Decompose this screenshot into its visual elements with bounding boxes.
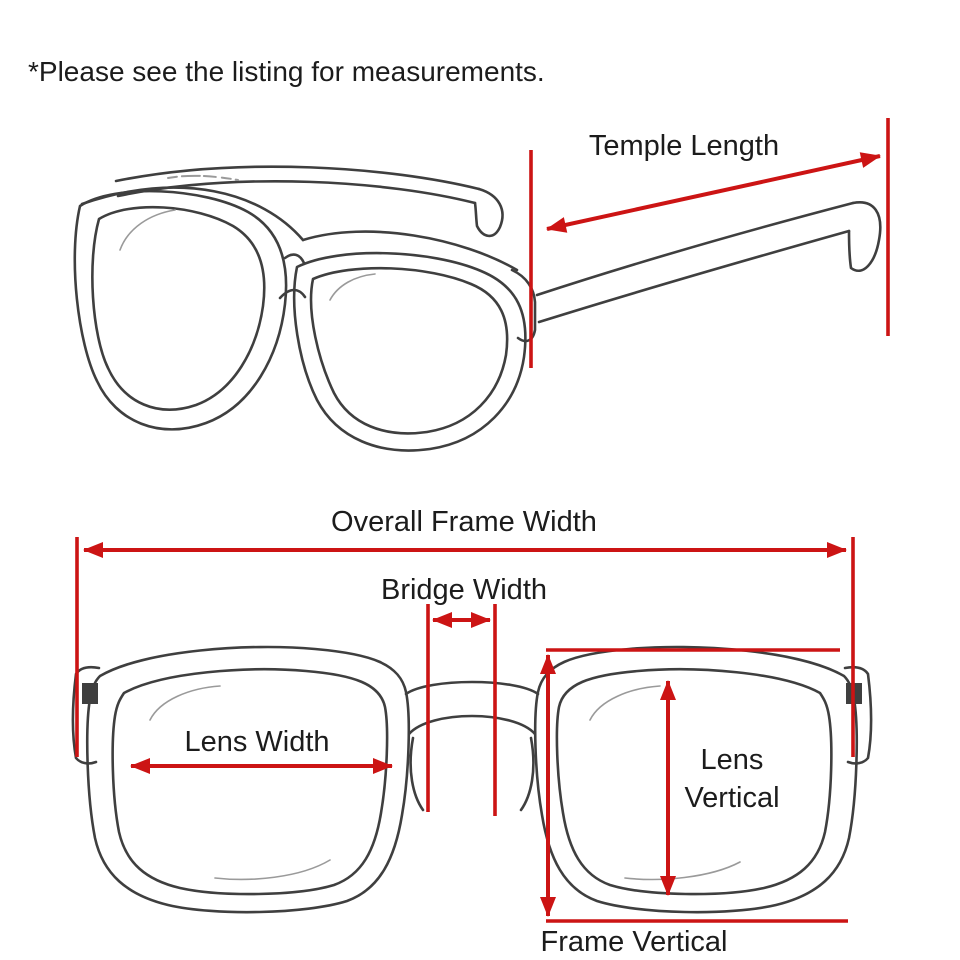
front-bridge-bottom bbox=[407, 714, 537, 736]
lens-vertical-label-line1: Lens bbox=[701, 744, 764, 776]
front-right-lens-shade bbox=[624, 861, 741, 881]
persp-bridge-bottom bbox=[278, 288, 307, 300]
lens-width-label: Lens Width bbox=[184, 726, 329, 758]
persp-right-lens-shine bbox=[329, 273, 376, 301]
persp-left-lens-shine bbox=[119, 209, 176, 251]
lens-vertical-label-line2: Vertical bbox=[684, 782, 779, 814]
temple-length-annotation bbox=[529, 118, 890, 368]
glasses-perspective-sketch bbox=[73, 165, 882, 452]
front-nose-left bbox=[409, 736, 425, 812]
persp-left-rim-outer bbox=[73, 189, 288, 431]
front-left-endpiece bbox=[71, 665, 101, 765]
persp-right-hinge bbox=[510, 268, 537, 343]
temple-length-label: Temple Length bbox=[589, 130, 779, 162]
persp-right-rim-outer bbox=[292, 251, 527, 452]
persp-brow-right bbox=[301, 230, 519, 272]
temple-length-arrow bbox=[546, 152, 881, 233]
bridge-width-annotation bbox=[426, 604, 497, 816]
persp-left-rim-inner bbox=[91, 205, 266, 411]
persp-bridge-top bbox=[283, 253, 306, 265]
front-right-endpiece bbox=[843, 665, 873, 765]
persp-left-temple-tip bbox=[473, 187, 504, 238]
front-nose-right bbox=[519, 736, 535, 812]
persp-right-temple-top bbox=[535, 201, 855, 297]
front-left-lens-shine bbox=[149, 685, 221, 721]
persp-right-temple-bottom bbox=[537, 229, 851, 324]
front-right-rim-inner bbox=[555, 668, 833, 896]
overall-frame-width-label: Overall Frame Width bbox=[331, 506, 597, 538]
frame-vertical-annotation bbox=[540, 648, 848, 923]
persp-left-temple-top bbox=[114, 165, 481, 191]
persp-temple-engraving bbox=[167, 174, 239, 181]
overall-frame-width-annotation bbox=[75, 537, 855, 757]
glasses-front-sketch bbox=[71, 645, 873, 914]
front-left-rim-inner bbox=[111, 668, 389, 896]
frame-vertical-label: Frame Vertical bbox=[541, 926, 728, 958]
persp-right-temple-tip bbox=[847, 201, 882, 272]
persp-brow-left bbox=[80, 186, 305, 242]
note-text: *Please see the listing for measurements… bbox=[28, 56, 545, 87]
front-left-rim-outer bbox=[85, 645, 411, 914]
front-right-lens-shine bbox=[589, 685, 661, 721]
bridge-width-label: Bridge Width bbox=[381, 574, 547, 606]
persp-left-temple-bottom bbox=[116, 180, 477, 205]
front-bridge-top bbox=[404, 680, 540, 696]
persp-right-rim-inner bbox=[309, 266, 509, 435]
front-left-hinge bbox=[82, 683, 98, 704]
front-left-lens-shade bbox=[214, 859, 331, 881]
